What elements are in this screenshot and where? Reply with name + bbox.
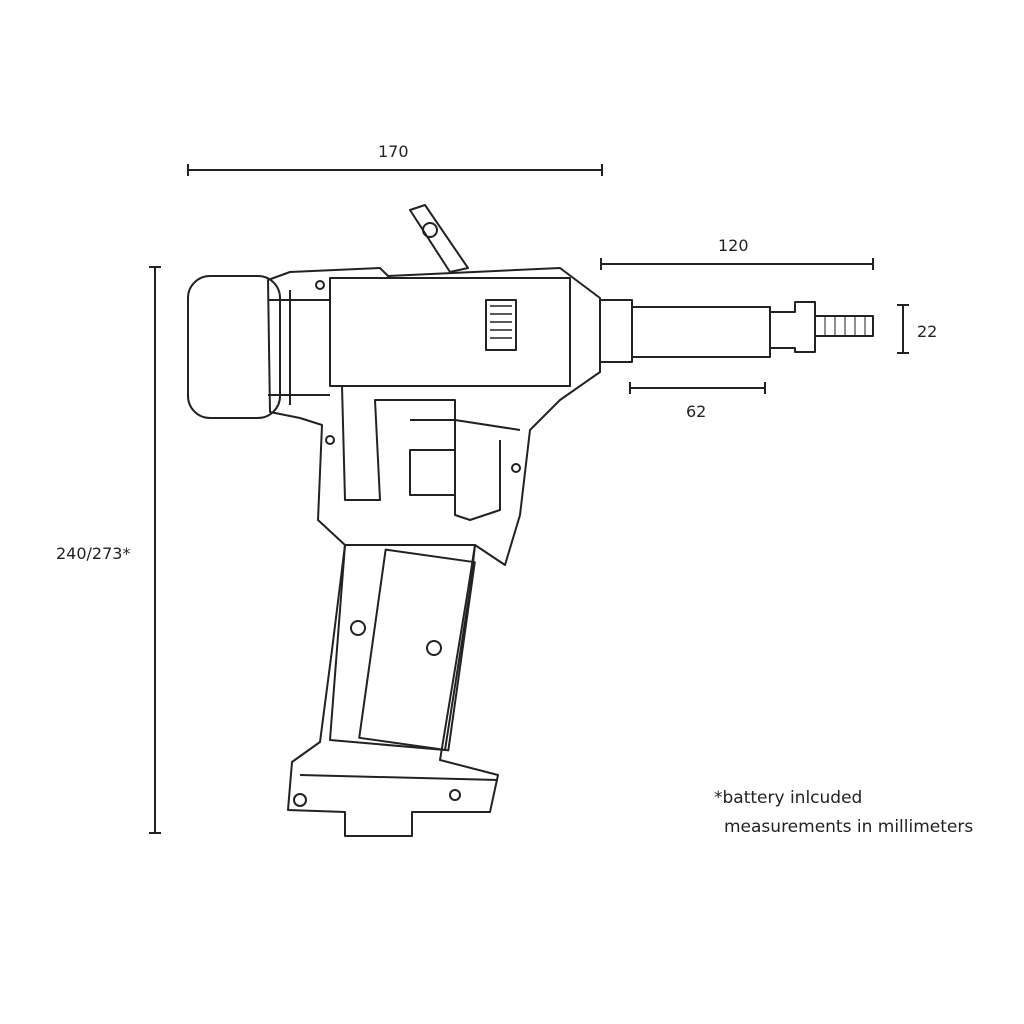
note-units: measurements in millimeters (724, 817, 974, 837)
motor-body (329, 277, 571, 387)
dim-line-height (149, 266, 161, 834)
dim-label-170: 170 (378, 142, 409, 161)
note-battery: *battery inlcuded (714, 788, 863, 808)
dim-label-120: 120 (718, 236, 749, 255)
housing (267, 267, 601, 837)
hook (409, 204, 469, 273)
mandrel-thread (814, 315, 874, 337)
dim-line-22 (897, 304, 909, 354)
dim-label-22: 22 (917, 322, 938, 341)
nozzle-tip (769, 301, 816, 353)
dim-label-62: 62 (686, 402, 707, 421)
dim-line-170 (187, 164, 603, 176)
dim-line-62 (629, 382, 766, 394)
rivet-tool-outline (187, 204, 874, 837)
nozzle-tube (631, 306, 771, 358)
dim-label-height: 240/273* (56, 544, 131, 563)
nozzle-collar (599, 299, 633, 363)
motor-cap (187, 275, 281, 419)
dim-line-120 (600, 258, 874, 270)
